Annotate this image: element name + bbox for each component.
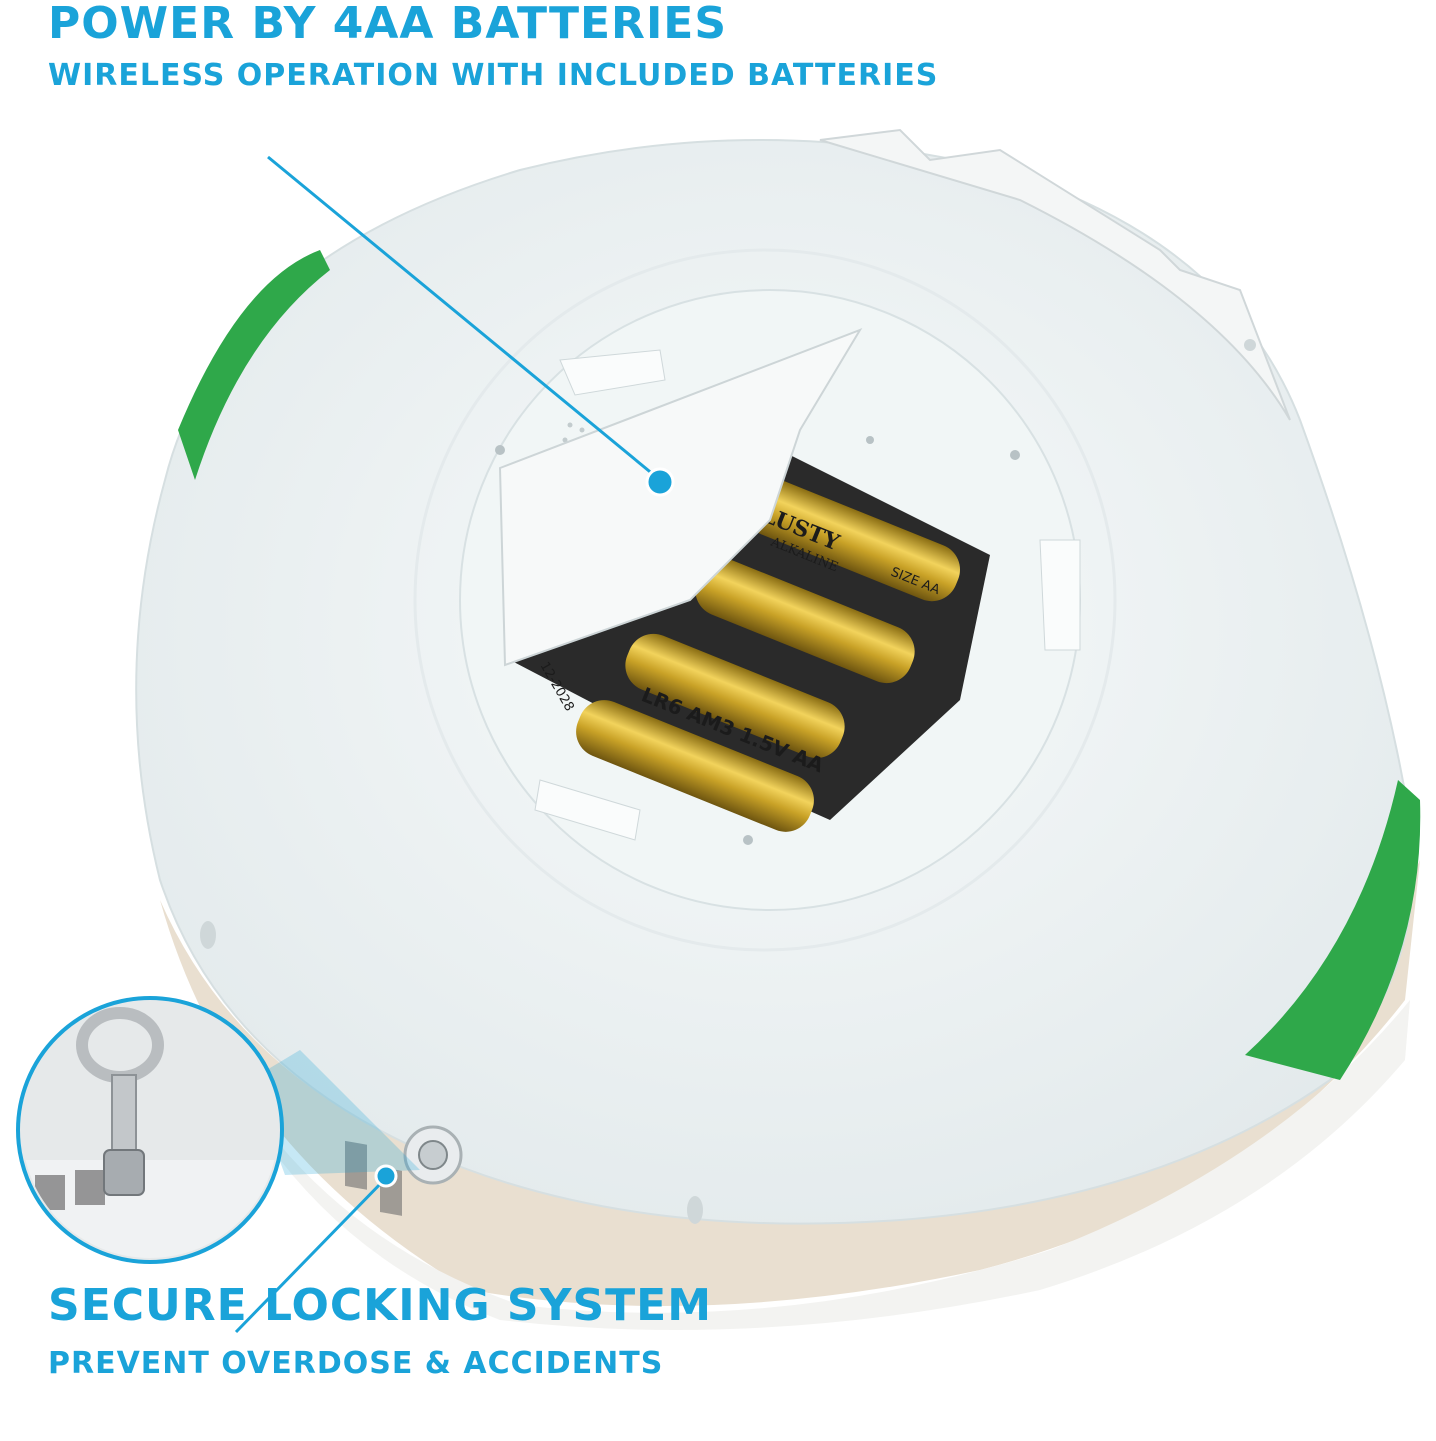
battery	[745, 478, 961, 602]
callout-battery	[267, 155, 675, 497]
lock-headline: SECURE LOCKING SYSTEM	[48, 1280, 713, 1331]
battery-headline: POWER BY 4AA BATTERIES	[48, 0, 728, 49]
battery-subheadline: WIRELESS OPERATION WITH INCLUDED BATTERI…	[48, 58, 939, 93]
zoom-beam	[250, 1050, 420, 1175]
battery	[695, 558, 915, 684]
lock-icon[interactable]	[345, 1125, 463, 1216]
device-top-latch	[819, 128, 1291, 421]
battery	[625, 633, 845, 759]
key-icon	[76, 1007, 164, 1196]
green-trim-left	[178, 250, 330, 480]
lock-subheadline: PREVENT OVERDOSE & ACCIDENTS	[48, 1346, 664, 1381]
battery-compartment: LR6 AM3 1.5V AA LUSTY ALKALINE SIZE AA 1…	[510, 450, 990, 832]
green-trim-right	[1245, 780, 1421, 1080]
battery-lid	[498, 328, 863, 667]
battery	[576, 700, 814, 832]
callout-dot	[374, 1164, 398, 1188]
callout-dot	[645, 467, 675, 497]
device-base	[160, 860, 1420, 1330]
callout-lock	[234, 1164, 398, 1334]
key-zoom	[16, 996, 284, 1264]
